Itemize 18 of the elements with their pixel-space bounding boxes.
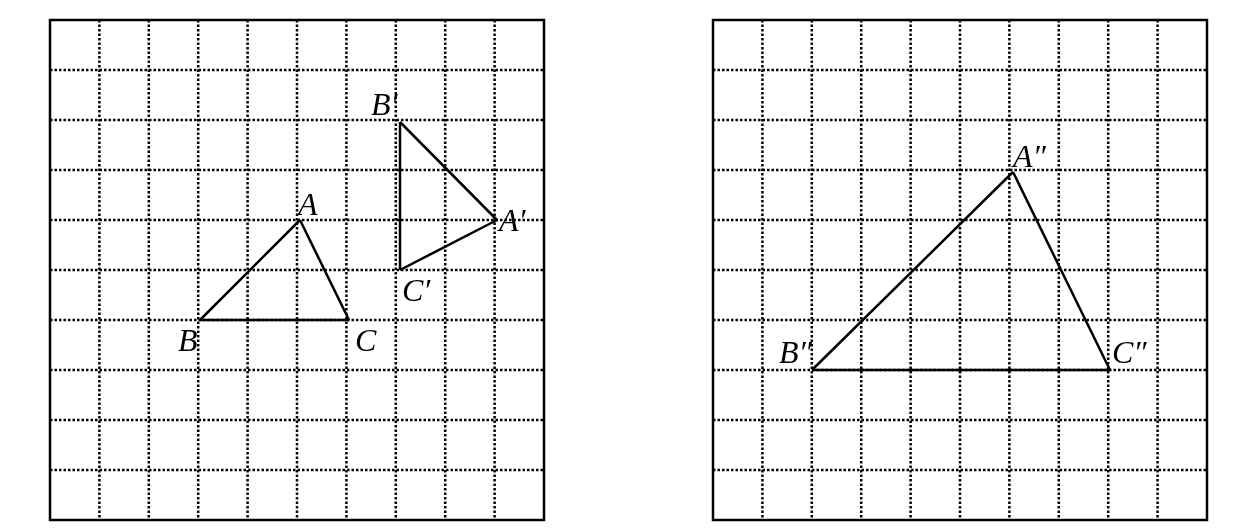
vertex-label: C″ (1112, 336, 1147, 368)
triangle-side (812, 368, 1110, 372)
vertex-label: B′ (371, 88, 398, 120)
triangle-side (298, 219, 351, 321)
triangle-side (399, 121, 498, 221)
vertex-label: A (298, 188, 318, 220)
vertex-label: A″ (1013, 140, 1046, 172)
triangle-side (399, 218, 498, 272)
triangle-side (398, 122, 402, 270)
vertex-label: C (355, 324, 377, 356)
triangle-side (1011, 171, 1112, 371)
vertex-label: C′ (402, 274, 431, 306)
triangle-side (200, 318, 349, 322)
triangle-side (811, 171, 1014, 371)
vertex-label: B″ (779, 336, 812, 368)
vertex-label: A′ (499, 204, 526, 236)
vertex-label: B (178, 324, 198, 356)
triangle-side (199, 219, 301, 321)
